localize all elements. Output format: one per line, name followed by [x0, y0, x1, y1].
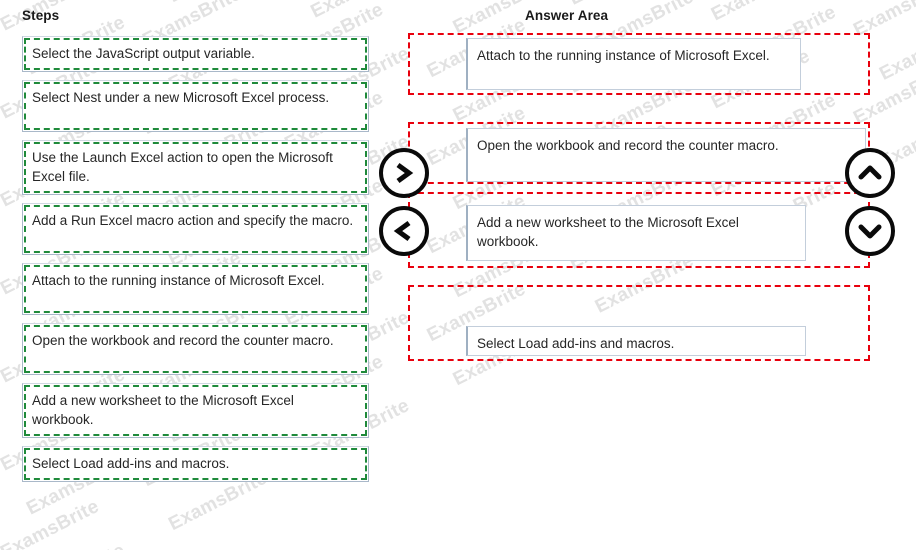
- step-item[interactable]: Add a Run Excel macro action and specify…: [22, 203, 369, 255]
- answer-slot[interactable]: [408, 285, 870, 361]
- steps-column-title: Steps: [22, 8, 60, 23]
- chevron-left-icon: [393, 219, 415, 243]
- answer-item[interactable]: Select Load add-ins and macros.: [466, 326, 806, 356]
- move-left-button[interactable]: [379, 206, 429, 256]
- answer-item[interactable]: Attach to the running instance of Micros…: [466, 38, 801, 90]
- answer-slot[interactable]: [408, 33, 870, 95]
- answer-item[interactable]: Open the workbook and record the counter…: [466, 128, 866, 182]
- step-item[interactable]: Attach to the running instance of Micros…: [22, 263, 369, 315]
- move-up-button[interactable]: [845, 148, 895, 198]
- move-right-button[interactable]: [379, 148, 429, 198]
- answer-area-title: Answer Area: [525, 8, 609, 23]
- step-item[interactable]: Select Load add-ins and macros.: [22, 446, 369, 482]
- step-item[interactable]: Add a new worksheet to the Microsoft Exc…: [22, 383, 369, 438]
- step-item[interactable]: Open the workbook and record the counter…: [22, 323, 369, 375]
- answer-item[interactable]: Add a new worksheet to the Microsoft Exc…: [466, 205, 806, 261]
- step-item[interactable]: Select Nest under a new Microsoft Excel …: [22, 80, 369, 132]
- step-item[interactable]: Use the Launch Excel action to open the …: [22, 140, 369, 195]
- chevron-down-icon: [857, 221, 883, 241]
- step-item[interactable]: Select the JavaScript output variable.: [22, 36, 369, 72]
- chevron-right-icon: [393, 161, 415, 185]
- move-down-button[interactable]: [845, 206, 895, 256]
- steps-list: Select the JavaScript output variable. S…: [22, 36, 369, 490]
- chevron-up-icon: [857, 163, 883, 183]
